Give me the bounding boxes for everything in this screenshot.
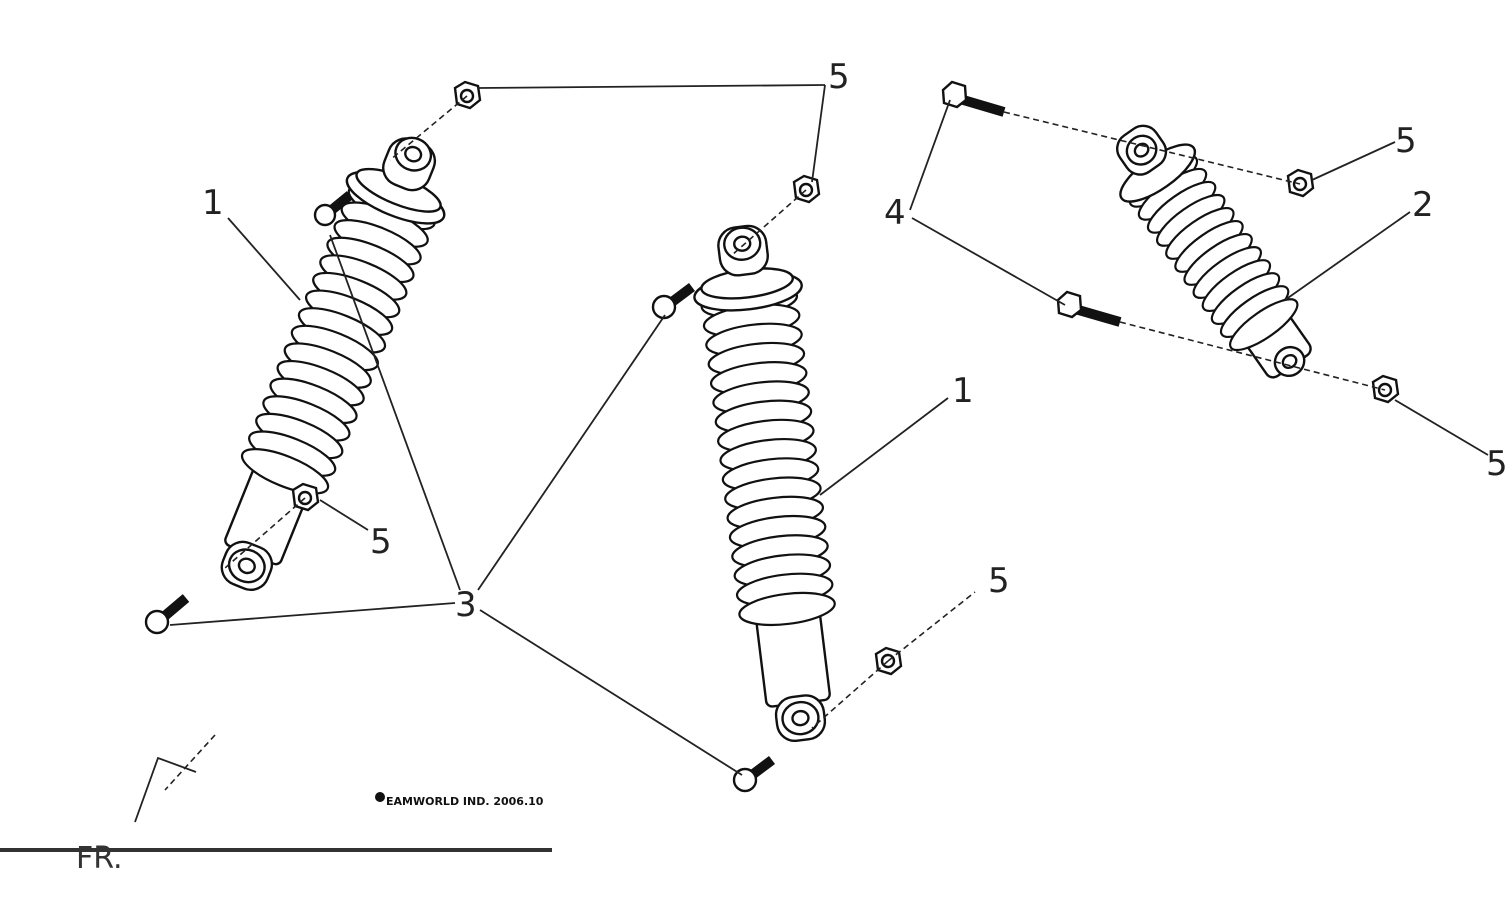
callout-5-center: 5	[988, 561, 1010, 601]
callout-2: 2	[1412, 185, 1434, 225]
bolt-right-bottom	[1056, 290, 1122, 327]
nut-top-left	[453, 80, 482, 110]
nut-right-bottom	[1371, 374, 1400, 404]
center-shock-absorber	[693, 224, 836, 743]
callout-5-left: 5	[370, 522, 392, 562]
spring-coil	[738, 591, 836, 627]
callout-5-top-left: 5	[828, 57, 850, 97]
callout-5-right-top: 5	[1395, 121, 1417, 161]
bolt-right-top	[941, 80, 1006, 117]
spring-coil	[1229, 298, 1299, 352]
callout-4: 4	[884, 193, 906, 233]
copyright-text: EAMWORLD IND. 2006.10	[386, 795, 544, 808]
right-shock-absorber	[1116, 124, 1312, 379]
bolt-left-top	[313, 191, 354, 227]
front-label: FR.	[76, 841, 123, 876]
leader-lines	[169, 84, 1489, 776]
left-shock-absorber	[220, 136, 446, 591]
assembly-axes	[224, 95, 1386, 729]
callout-1-left: 1	[202, 183, 224, 223]
bolt-left-bottom	[144, 594, 190, 635]
front-direction-indicator: FR.	[0, 734, 552, 876]
callout-5-right-bottom: 5	[1486, 444, 1508, 484]
nut-center-bottom	[874, 646, 903, 676]
copyright-mark: EAMWORLD IND. 2006.10	[375, 792, 544, 808]
callout-1-center: 1	[952, 371, 974, 411]
bolt-center-bottom	[732, 756, 775, 793]
callout-3: 3	[455, 585, 477, 625]
spring-coil	[240, 448, 330, 495]
nut-right-top	[1286, 168, 1315, 198]
bolt-center-top	[651, 283, 695, 320]
